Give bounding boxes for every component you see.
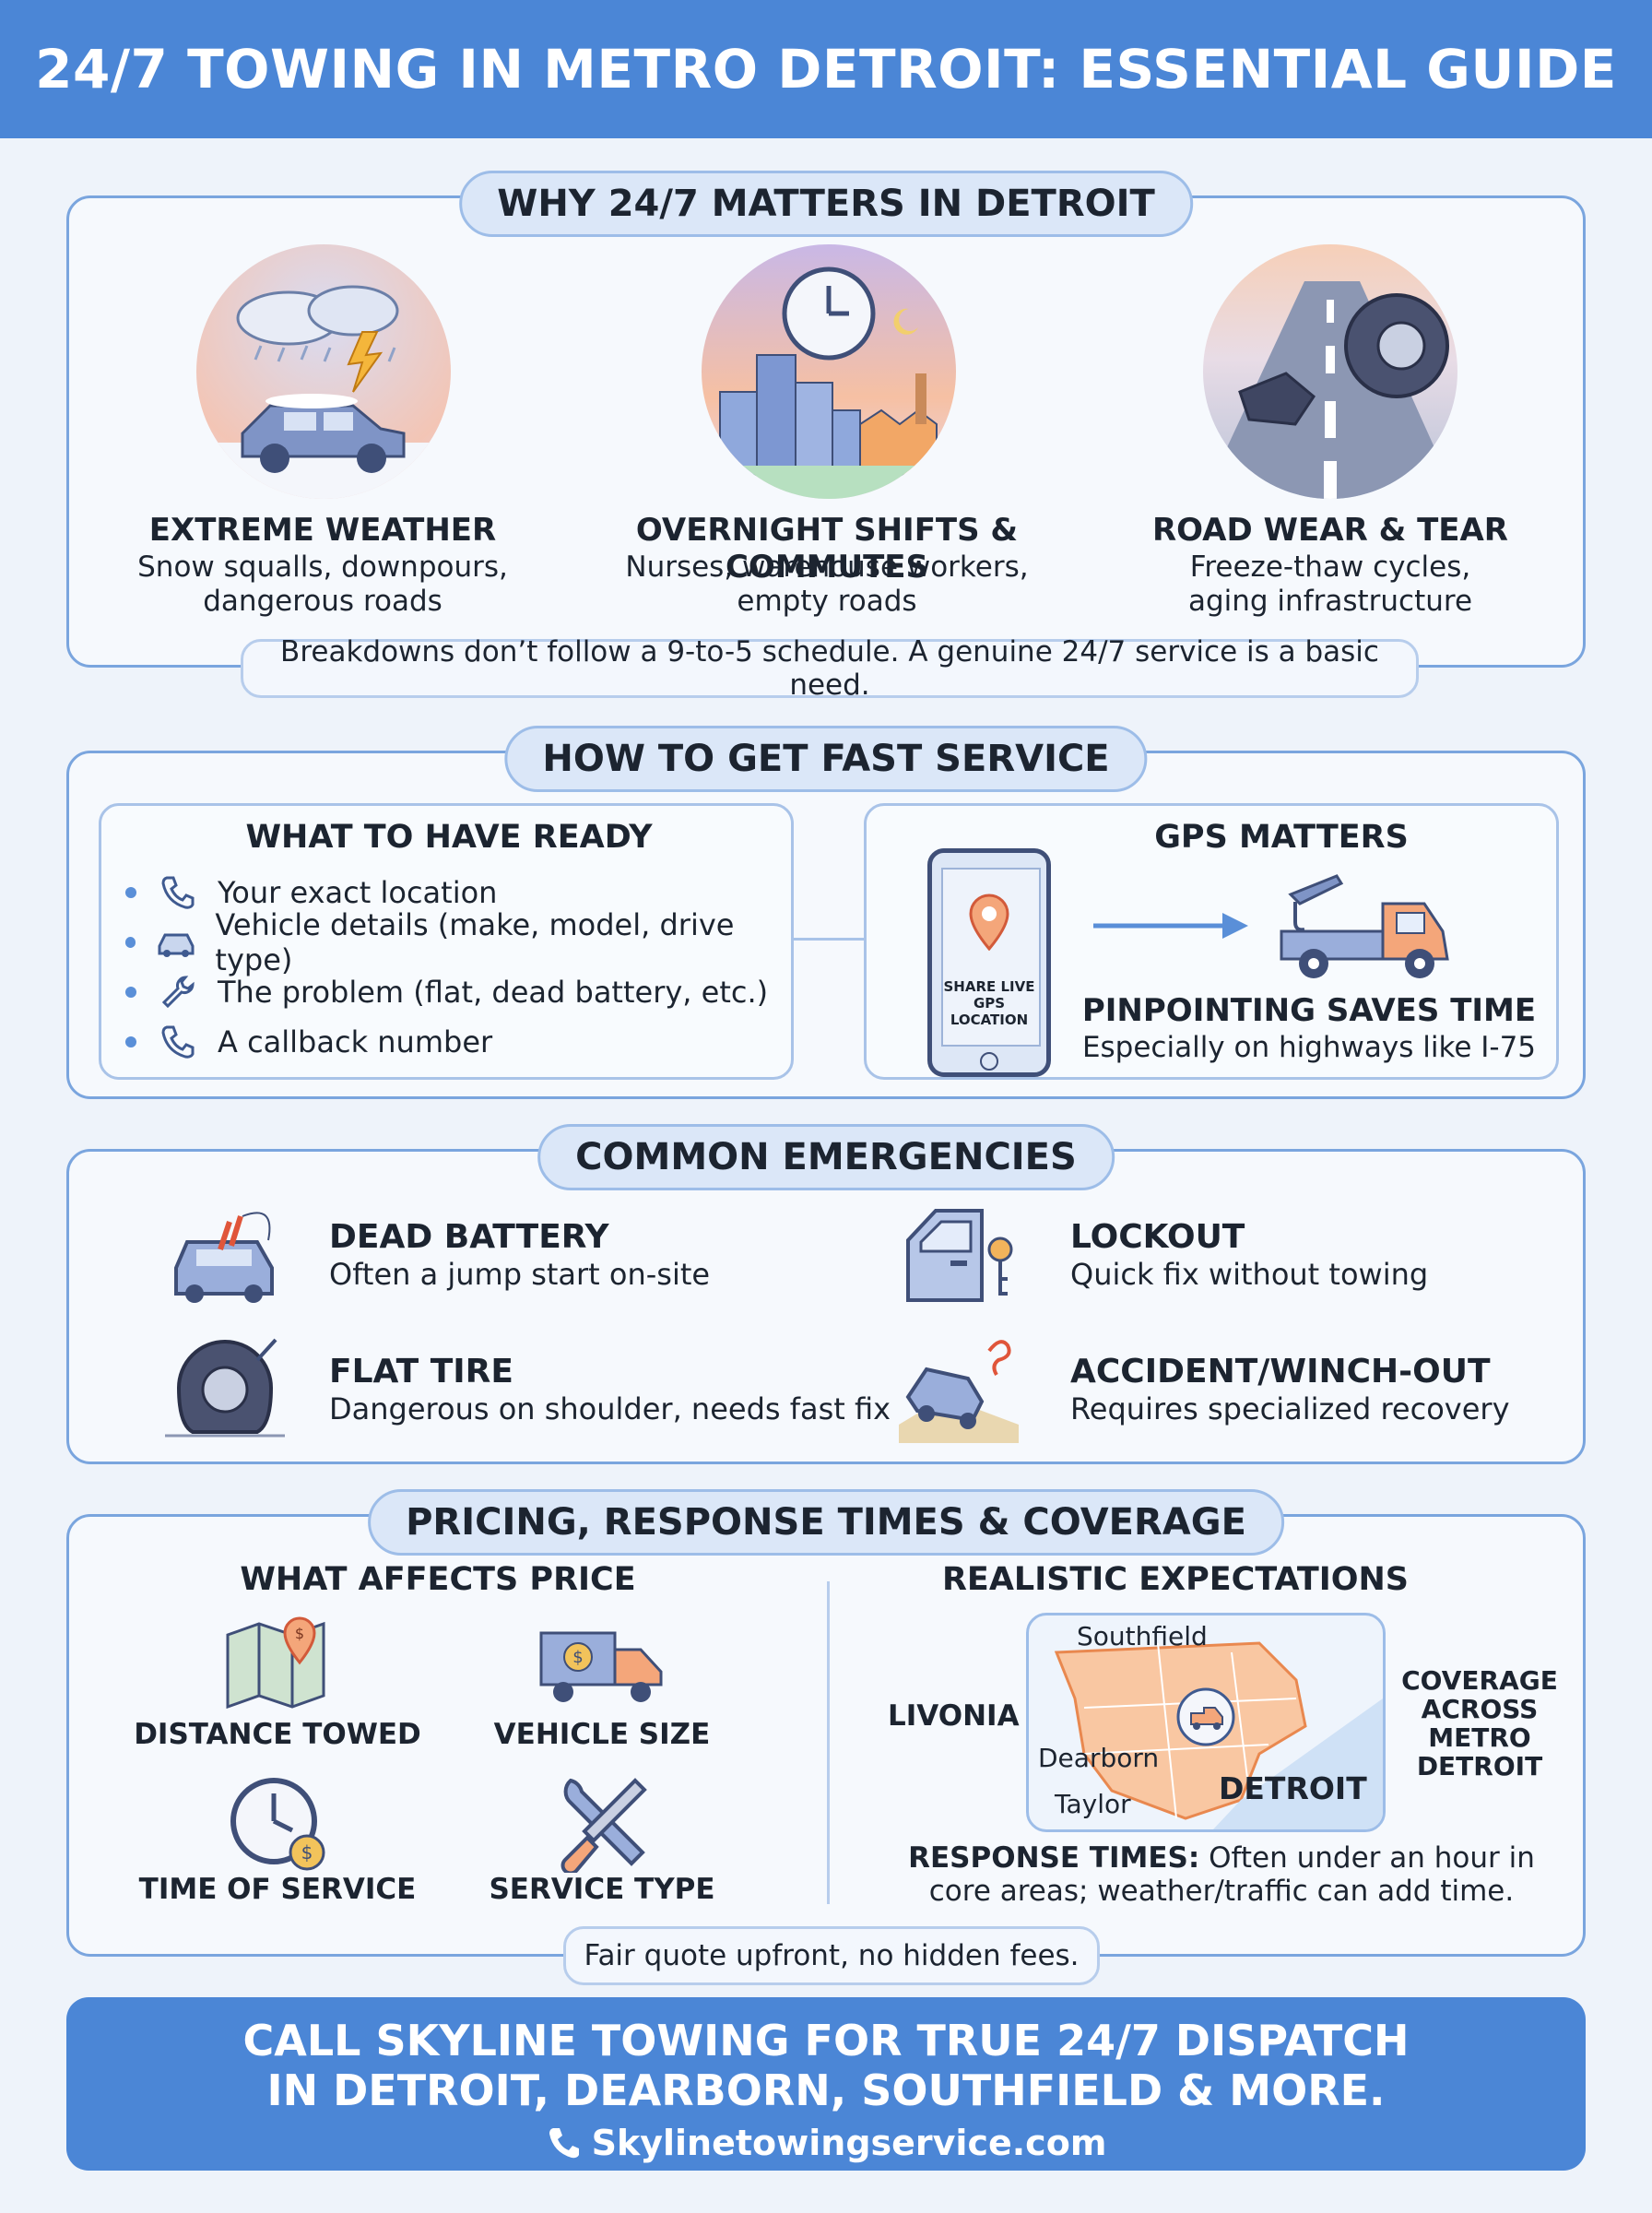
dead-battery-desc: Often a jump start on-site bbox=[329, 1257, 711, 1292]
coverage-label: COVERAGE ACROSS METRO DETROIT bbox=[1401, 1665, 1558, 1781]
city-clock-icon bbox=[702, 244, 956, 499]
ready-item-label: Vehicle details (make, model, drive type… bbox=[215, 907, 735, 977]
why-section: WHY 24/7 MATTERS IN DETROIT EXTREME WEAT… bbox=[66, 171, 1586, 702]
cta-url-row[interactable]: Skylinetowingservice.com bbox=[66, 2123, 1586, 2163]
ready-item-callback: A callback number bbox=[125, 1022, 492, 1062]
response-label: RESPONSE TIMES: bbox=[908, 1841, 1200, 1875]
gps-box: GPS MATTERS SHARE LIVE GPS LOCATION PINP… bbox=[864, 803, 1559, 1080]
emergencies-section: COMMON EMERGENCIES DEAD BATTERY Often a … bbox=[66, 1124, 1586, 1464]
ready-title: WHAT TO HAVE READY bbox=[245, 819, 653, 856]
wrench-icon bbox=[157, 972, 199, 1012]
phone-icon bbox=[157, 1022, 199, 1062]
cta-line1: CALL SKYLINE TOWING FOR TRUE 24/7 DISPAT… bbox=[242, 2016, 1410, 2065]
weather-desc: Snow squalls, downpours, dangerous roads bbox=[137, 550, 508, 618]
ready-item-label: A callback number bbox=[218, 1024, 493, 1059]
smartphone-icon: SHARE LIVE GPS LOCATION bbox=[927, 848, 1051, 1077]
tow-truck-icon bbox=[1280, 874, 1449, 978]
ready-item-vehicle: Vehicle details (make, model, drive type… bbox=[125, 907, 791, 977]
gps-desc: Especially on highways like I-75 bbox=[1081, 1031, 1537, 1064]
ready-item-label: Your exact location bbox=[218, 875, 498, 910]
flat-tire-desc: Dangerous on shoulder, needs fast fix bbox=[329, 1391, 891, 1426]
gps-subtitle: PINPOINTING SAVES TIME bbox=[1081, 992, 1537, 1029]
response-times: RESPONSE TIMES: Often under an hour in c… bbox=[880, 1841, 1563, 1908]
pothole-tire-icon bbox=[1203, 244, 1457, 499]
winch-desc: Requires specialized recovery bbox=[1070, 1391, 1510, 1426]
pricing-heading: PRICING, RESPONSE TIMES & COVERAGE bbox=[368, 1489, 1284, 1556]
page-title: 24/7 TOWING IN METRO DETROIT: ESSENTIAL … bbox=[35, 38, 1617, 101]
svg-text:$: $ bbox=[295, 1625, 304, 1642]
phone-icon bbox=[157, 872, 199, 913]
arrow-icon bbox=[1093, 913, 1248, 939]
map-label-livonia: LIVONIA bbox=[888, 1699, 1020, 1733]
storm-car-icon bbox=[196, 244, 451, 499]
clock-dollar-icon: $ bbox=[230, 1778, 325, 1871]
map-label-dearborn: Dearborn bbox=[1038, 1743, 1160, 1773]
winch-title: ACCIDENT/WINCH-OUT bbox=[1070, 1353, 1491, 1391]
truck-dollar-icon: $ bbox=[539, 1631, 663, 1702]
map-label-detroit: DETROIT bbox=[1219, 1770, 1367, 1806]
flat-tire-icon bbox=[165, 1338, 285, 1438]
flat-tire-title: FLAT TIRE bbox=[329, 1353, 513, 1391]
overnight-desc: Nurses, warehouse workers, empty roads bbox=[625, 550, 1029, 618]
pricing-section: PRICING, RESPONSE TIMES & COVERAGE WHAT … bbox=[66, 1489, 1586, 1985]
ready-box: WHAT TO HAVE READY Your exact location V… bbox=[99, 803, 794, 1080]
why-note: Breakdowns don’t follow a 9-to-5 schedul… bbox=[241, 635, 1419, 702]
svg-text:$: $ bbox=[301, 1841, 313, 1864]
distance-towed-label: DISTANCE TOWED bbox=[134, 1718, 421, 1751]
battery-car-icon bbox=[174, 1212, 274, 1303]
ready-item-label: The problem (flat, dead battery, etc.) bbox=[218, 975, 769, 1010]
svg-text:$: $ bbox=[572, 1648, 583, 1667]
overnight-title: OVERNIGHT SHIFTS & COMMUTES bbox=[635, 512, 1019, 586]
service-type-label: SERVICE TYPE bbox=[489, 1873, 715, 1906]
pricing-note: Fair quote upfront, no hidden fees. bbox=[563, 1926, 1100, 1985]
gps-phone-text: SHARE LIVE GPS LOCATION bbox=[943, 978, 1035, 1028]
map-label-taylor: Taylor bbox=[1055, 1789, 1131, 1819]
ready-item-location: Your exact location bbox=[125, 872, 497, 913]
why-heading: WHY 24/7 MATTERS IN DETROIT bbox=[459, 171, 1193, 237]
phone-icon bbox=[549, 2128, 579, 2159]
vehicle-size-label: VEHICLE SIZE bbox=[493, 1718, 711, 1751]
roadwear-desc: Freeze-thaw cycles, aging infrastructure bbox=[1187, 550, 1473, 618]
fast-service-section: HOW TO GET FAST SERVICE WHAT TO HAVE REA… bbox=[66, 726, 1586, 1099]
page-header: 24/7 TOWING IN METRO DETROIT: ESSENTIAL … bbox=[0, 0, 1652, 138]
map-label-southfield: Southfield bbox=[1077, 1621, 1208, 1651]
dead-battery-title: DEAD BATTERY bbox=[329, 1218, 609, 1256]
cta-banner: CALL SKYLINE TOWING FOR TRUE 24/7 DISPAT… bbox=[66, 1997, 1586, 2171]
tools-icon bbox=[560, 1778, 647, 1873]
lockout-desc: Quick fix without towing bbox=[1070, 1257, 1429, 1292]
car-icon bbox=[156, 922, 196, 963]
gps-title: GPS MATTERS bbox=[1154, 819, 1409, 856]
map-pin-dollar-icon: $ bbox=[226, 1616, 325, 1709]
coverage-map: Southfield Dearborn Taylor DETROIT bbox=[1026, 1613, 1386, 1832]
fast-heading: HOW TO GET FAST SERVICE bbox=[504, 726, 1148, 792]
cta-url[interactable]: Skylinetowingservice.com bbox=[591, 2123, 1107, 2163]
lockout-title: LOCKOUT bbox=[1070, 1218, 1245, 1256]
ready-item-problem: The problem (flat, dead battery, etc.) bbox=[125, 972, 768, 1012]
emergencies-heading: COMMON EMERGENCIES bbox=[537, 1124, 1115, 1190]
price-affects-title: WHAT AFFECTS PRICE bbox=[240, 1561, 636, 1598]
time-of-service-label: TIME OF SERVICE bbox=[138, 1873, 417, 1906]
door-key-icon bbox=[906, 1209, 1013, 1302]
weather-title: EXTREME WEATHER bbox=[148, 512, 497, 549]
expectations-title: REALISTIC EXPECTATIONS bbox=[941, 1561, 1410, 1598]
winch-car-icon bbox=[899, 1340, 1019, 1443]
roadwear-title: ROAD WEAR & TEAR bbox=[1151, 512, 1508, 549]
cta-line2: IN DETROIT, DEARBORN, SOUTHFIELD & MORE. bbox=[266, 2065, 1386, 2115]
response-text: Often under an hour in core areas; weath… bbox=[928, 1841, 1535, 1908]
